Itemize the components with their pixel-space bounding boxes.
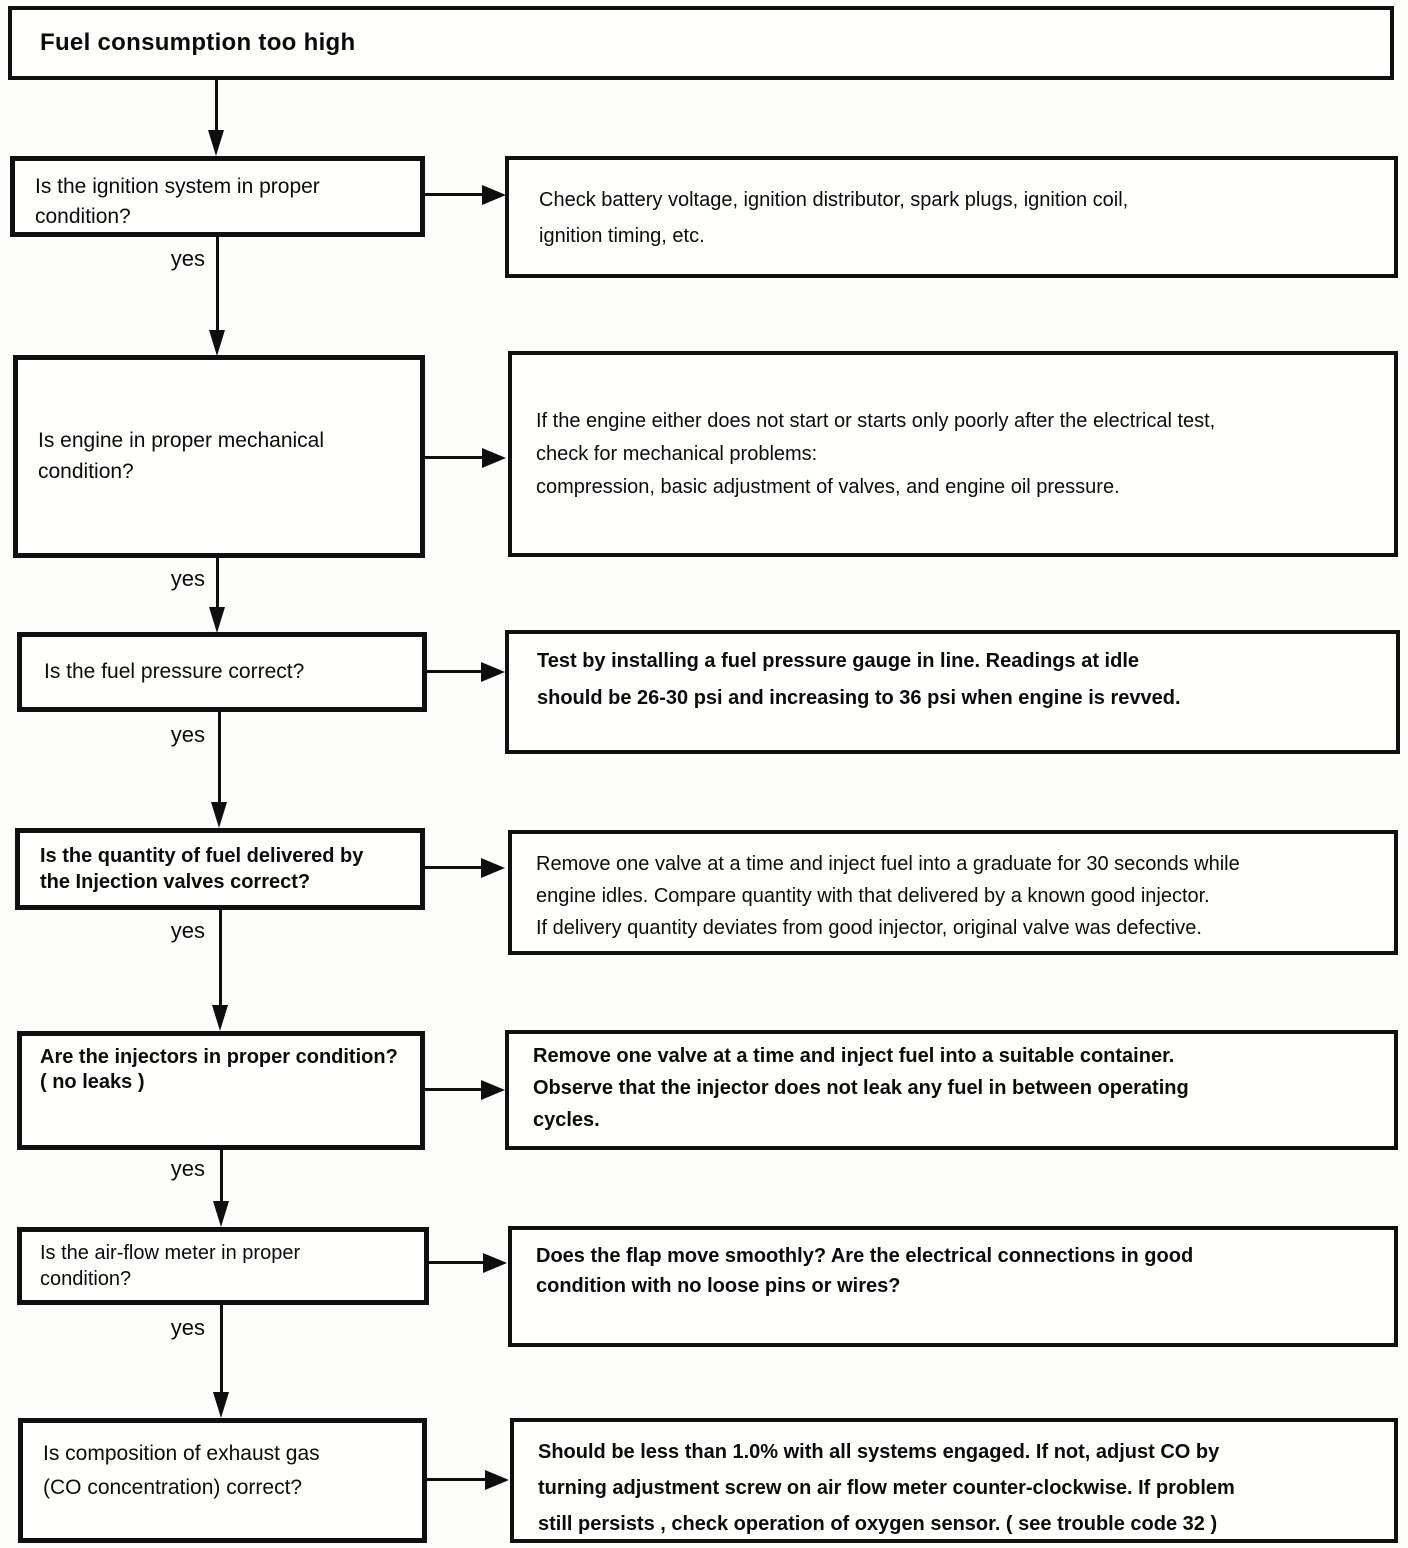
yes-label-4: yes [170,918,205,943]
answer-text: If the engine either does not start or s… [536,409,1216,498]
flow-line-q1-to-q2 [216,237,219,331]
question-box-injection-quantity: Is the quantity of fuel delivered by the… [15,828,425,910]
flow-line-q2-to-a2 [425,456,482,459]
answer-text: Check battery voltage, ignition distribu… [539,189,1129,247]
flow-line-q4-to-q5 [219,910,222,1006]
answer-text: Does the flap move smoothly? Are the ele… [536,1245,1194,1297]
question-text: Is the quantity of fuel delivered by the… [40,845,364,893]
answer-box-exhaust-co: Should be less than 1.0% with all system… [510,1418,1398,1543]
yes-label-2: yes [170,566,205,591]
answer-text: Remove one valve at a time and inject fu… [533,1045,1189,1131]
answer-box-fuel-pressure: Test by installing a fuel pressure gauge… [505,630,1400,754]
right-arrow-q5 [481,1080,505,1100]
down-arrow-q3-to-q4 [211,802,227,828]
question-box-exhaust-co: Is composition of exhaust gas (CO concen… [18,1418,427,1543]
question-box-engine-mechanical: Is engine in proper mechanical condition… [13,355,425,558]
question-text: Is the air-flow meter in proper conditio… [40,1242,301,1290]
flowchart-title-box: Fuel consumption too high [8,6,1394,80]
question-text: Is the fuel pressure correct? [44,659,305,683]
flow-line-q6-to-a6 [429,1261,483,1264]
right-arrow-q2 [482,448,506,468]
down-arrow-title-to-q1 [208,130,224,156]
flow-line-q3-to-q4 [218,712,221,803]
question-box-ignition-system: Is the ignition system in proper conditi… [10,156,425,237]
answer-box-ignition-system: Check battery voltage, ignition distribu… [505,156,1398,278]
right-arrow-q1 [482,185,506,205]
flowchart-title: Fuel consumption too high [40,29,356,56]
right-arrow-q7 [485,1470,509,1490]
yes-label-6: yes [170,1315,205,1340]
down-arrow-q1-to-q2 [209,330,225,356]
right-arrow-q3 [481,662,505,682]
question-box-injector-leaks: Are the injectors in proper condition? (… [17,1031,425,1150]
yes-label-5: yes [170,1156,205,1181]
flow-line-q7-to-a7 [427,1478,485,1481]
question-text: Are the injectors in proper condition? (… [40,1046,398,1093]
flow-line-title-to-q1 [215,80,218,132]
question-text: Is the ignition system in proper conditi… [35,175,320,229]
flow-line-q5-to-a5 [425,1088,481,1091]
answer-box-air-flow-meter: Does the flap move smoothly? Are the ele… [508,1226,1398,1347]
flow-line-q3-to-a3 [427,670,481,673]
down-arrow-q6-to-q7 [213,1392,229,1418]
yes-label-1: yes [170,246,205,271]
down-arrow-q2-to-q3 [209,607,225,633]
answer-text: Test by installing a fuel pressure gauge… [537,650,1181,709]
yes-label-3: yes [170,722,205,747]
right-arrow-q4 [481,858,505,878]
flow-line-q4-to-a4 [425,866,481,869]
question-box-fuel-pressure: Is the fuel pressure correct? [17,632,427,712]
right-arrow-q6 [483,1253,507,1273]
down-arrow-q4-to-q5 [212,1005,228,1031]
answer-box-injector-leaks: Remove one valve at a time and inject fu… [505,1030,1398,1150]
flow-line-q2-to-q3 [216,558,219,609]
question-box-air-flow-meter: Is the air-flow meter in proper conditio… [17,1227,429,1305]
answer-box-engine-mechanical: If the engine either does not start or s… [508,351,1398,557]
flow-line-q1-to-a1 [425,193,482,196]
answer-text: Should be less than 1.0% with all system… [538,1441,1235,1535]
down-arrow-q5-to-q6 [213,1201,229,1227]
flow-line-q5-to-q6 [220,1150,223,1203]
flow-line-q6-to-q7 [220,1305,223,1393]
answer-box-injection-quantity: Remove one valve at a time and inject fu… [508,830,1398,955]
question-text: Is composition of exhaust gas (CO concen… [43,1442,320,1499]
question-text: Is engine in proper mechanical condition… [38,429,325,483]
answer-text: Remove one valve at a time and inject fu… [536,853,1240,939]
